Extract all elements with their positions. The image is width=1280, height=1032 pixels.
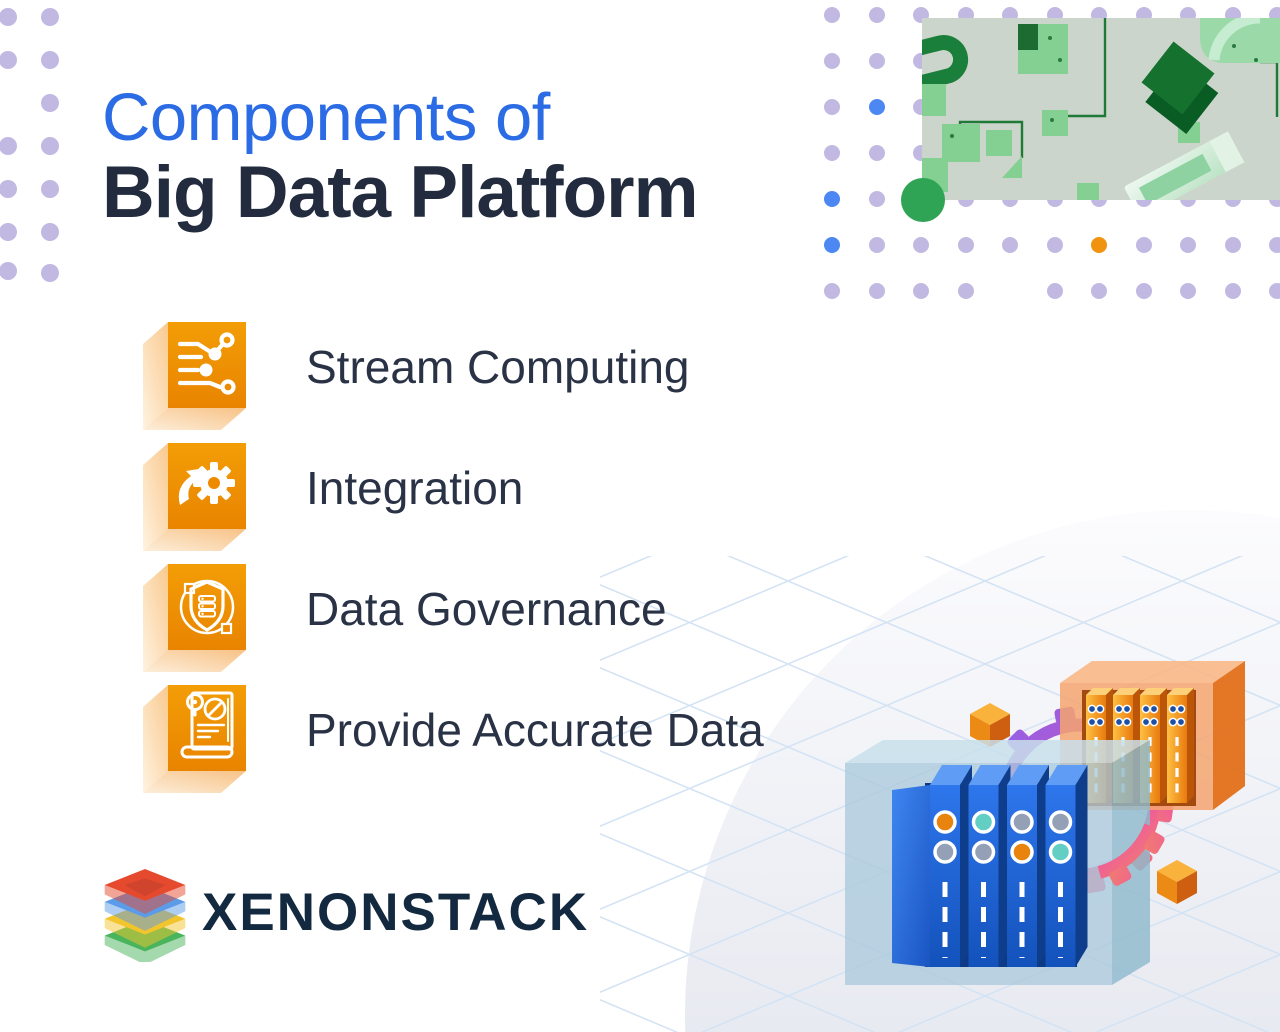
component-label: Stream Computing (306, 341, 690, 393)
pattern-dot (868, 145, 885, 161)
orange-cube-small-top (970, 703, 1010, 747)
pattern-dot (1269, 283, 1280, 299)
pattern-dot (868, 283, 885, 299)
pattern-dot (41, 223, 59, 241)
pattern-dot (824, 237, 840, 253)
pattern-dot (957, 237, 974, 253)
orange-server-blades (1086, 688, 1194, 803)
circuit-board-illustration (922, 18, 1280, 200)
title-line-2: Big Data Platform (102, 152, 698, 234)
pattern-dot (868, 99, 885, 115)
pattern-dot (1180, 237, 1196, 253)
pattern-dot (868, 191, 885, 207)
gear-ring-front (1097, 823, 1165, 886)
pattern-dot (1046, 237, 1063, 253)
pattern-dot (824, 53, 840, 69)
page-title: Components of Big Data Platform (102, 80, 698, 234)
green-accent-dot (901, 178, 945, 222)
pattern-dot (41, 8, 59, 26)
pattern-dot (1224, 237, 1241, 253)
component-label: Integration (306, 462, 524, 514)
pattern-dot (0, 51, 17, 69)
pattern-dot (868, 7, 885, 23)
pattern-dot (0, 8, 17, 26)
pattern-dot (1180, 283, 1196, 299)
component-item: Provide Accurate Data (143, 685, 764, 795)
blue-server-blades (930, 765, 1088, 967)
pattern-dot (41, 264, 59, 282)
circuit-stream-icon (143, 322, 246, 430)
pattern-dot (957, 283, 974, 299)
pattern-dot (1002, 237, 1018, 253)
pattern-dot (1135, 237, 1152, 253)
pattern-dot (824, 145, 840, 161)
pattern-dot (868, 53, 885, 69)
pattern-dot (0, 262, 17, 280)
pattern-dot (0, 180, 17, 198)
pattern-dot (913, 237, 929, 253)
pattern-dot (41, 94, 59, 112)
pattern-dot (1224, 283, 1241, 299)
pattern-dot (824, 7, 840, 23)
pattern-dot (1135, 283, 1152, 299)
pattern-dot (824, 191, 840, 207)
cube-shape (1141, 41, 1219, 134)
pattern-dot (41, 180, 59, 198)
xenonstack-logo-icon (104, 869, 186, 962)
component-item: Stream Computing (143, 322, 690, 432)
title-line-1: Components of (102, 80, 550, 155)
report-pin-chart-icon (143, 685, 246, 793)
pattern-dot (868, 237, 885, 253)
pattern-dot (41, 51, 59, 69)
pattern-dot (1091, 283, 1107, 299)
pattern-dot (1091, 237, 1107, 253)
orange-cube-small-bottom (1157, 860, 1197, 904)
component-label: Data Governance (306, 583, 667, 635)
component-item: Data Governance (143, 564, 667, 674)
pattern-dot (913, 283, 929, 299)
component-item: Integration (143, 443, 523, 553)
component-label: Provide Accurate Data (306, 704, 764, 756)
pattern-dot (0, 223, 17, 241)
pattern-dot (41, 137, 59, 155)
blue-server-box (845, 740, 1150, 985)
pattern-dot (1046, 283, 1063, 299)
logo-layer-red (104, 869, 186, 914)
brand-lockup: XENONSTACK (100, 866, 589, 962)
pattern-dot (824, 99, 840, 115)
pattern-dot (0, 137, 17, 155)
brand-wordmark: XENONSTACK (202, 882, 590, 942)
pattern-dot (1269, 237, 1280, 253)
pattern-dot (824, 283, 840, 299)
shield-database-icon (143, 564, 246, 672)
big-data-servers-illustration (600, 510, 1280, 1032)
gear-arrow-icon (143, 443, 246, 551)
